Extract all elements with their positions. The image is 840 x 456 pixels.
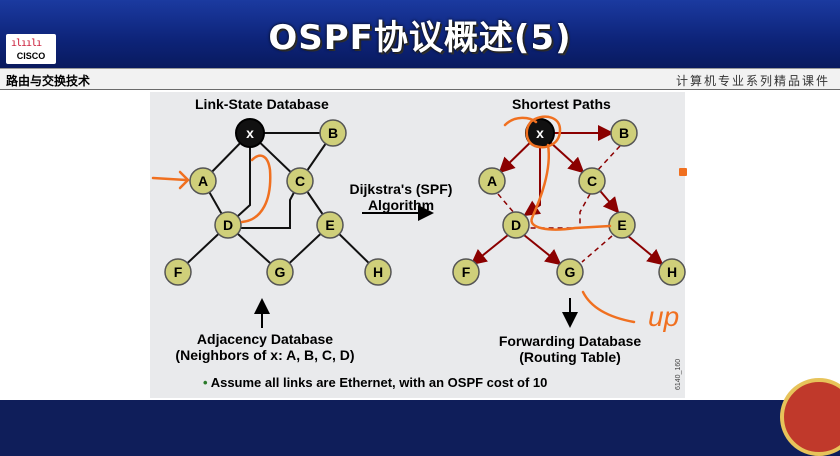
- node-e: [316, 211, 344, 239]
- footnote-text: Assume all links are Ethernet, with an O…: [210, 375, 548, 390]
- left-diagram-title: Link-State Database: [195, 96, 329, 112]
- pointer-marker: [679, 168, 687, 176]
- svg-text:E: E: [325, 217, 334, 233]
- adjacency-label-2: (Neighbors of x: A, B, C, D): [175, 347, 355, 363]
- svg-text:B: B: [619, 125, 629, 141]
- node-c: [286, 167, 314, 195]
- shortest-path-node-labels: x B A C D E F G H: [462, 125, 677, 280]
- node-b: [319, 119, 347, 147]
- node-g: [266, 258, 294, 286]
- series-name: 计算机专业系列精品课件: [675, 74, 830, 88]
- svg-text:D: D: [511, 217, 521, 233]
- annotation-path-right: [530, 143, 612, 231]
- spf-node-f: [452, 258, 480, 286]
- svg-text:G: G: [565, 264, 576, 280]
- adjacency-label-1: Adjacency Database: [196, 331, 334, 347]
- node-x: [235, 118, 265, 148]
- svg-text:B: B: [328, 125, 338, 141]
- shortest-path-nodes: [452, 118, 686, 286]
- node-h: [364, 258, 392, 286]
- pruned-a-d: [497, 193, 516, 215]
- link-state-node-labels: x B A C D E F G H: [174, 125, 383, 280]
- algorithm-label-2: Algorithm: [367, 197, 435, 213]
- course-name: 路由与交换技术: [6, 74, 91, 88]
- handwritten-up: up: [648, 301, 679, 332]
- svg-text:C: C: [587, 173, 597, 189]
- annotation-circle-x: [525, 115, 562, 149]
- spf-node-a: [478, 167, 506, 195]
- node-d: [214, 211, 242, 239]
- svg-text:x: x: [536, 125, 544, 141]
- cisco-bars-icon: ılıılı: [11, 38, 42, 49]
- spf-node-c: [578, 167, 606, 195]
- svg-text:H: H: [667, 264, 677, 280]
- spf-node-b: [610, 119, 638, 147]
- process-arrows: [254, 205, 578, 328]
- algorithm-label-1: Dijkstra's (SPF): [349, 181, 453, 197]
- node-a: [189, 167, 217, 195]
- footnote: • Assume all links are Ethernet, with an…: [203, 375, 547, 390]
- svg-text:H: H: [373, 264, 383, 280]
- forwarding-label-1: Forwarding Database: [498, 333, 642, 349]
- slide-code: 6140_160: [675, 359, 682, 390]
- svg-text:x: x: [246, 125, 254, 141]
- annotation-arrow-a: [151, 176, 188, 182]
- annotation-curve-left: [240, 154, 272, 224]
- annotation-stroke-g: [581, 290, 636, 324]
- right-diagram-title: Shortest Paths: [512, 96, 611, 112]
- bullet-icon: •: [203, 375, 208, 390]
- annotation-arrowhead-a: [178, 170, 190, 190]
- svg-text:E: E: [617, 217, 626, 233]
- spf-node-h: [658, 258, 686, 286]
- svg-text:G: G: [275, 264, 286, 280]
- path-d-f: [470, 234, 509, 266]
- svg-text:F: F: [174, 264, 183, 280]
- svg-text:A: A: [198, 173, 208, 189]
- slide-title: OSPF协议概述(5): [268, 18, 572, 58]
- pruned-edges: [497, 145, 621, 263]
- path-e-h: [627, 235, 664, 266]
- svg-text:C: C: [295, 173, 305, 189]
- cisco-logo: ılıılı CISCO: [6, 34, 56, 64]
- shortest-path-edges: [470, 125, 664, 266]
- spf-node-g: [556, 258, 584, 286]
- spf-node-d: [502, 211, 530, 239]
- pruned-c-d: [530, 193, 591, 229]
- pruned-e-g: [581, 235, 613, 263]
- cisco-logo-text: CISCO: [16, 51, 46, 61]
- slide-header: OSPF协议概述(5) ılıılı CISCO: [0, 0, 840, 68]
- link-state-nodes: [164, 118, 392, 286]
- path-x-d: [523, 133, 542, 217]
- node-f: [164, 258, 192, 286]
- ospf-diagram: x B A C D E F G H x B: [151, 115, 686, 390]
- forwarding-label-2: (Routing Table): [519, 349, 621, 365]
- annotation-arrow-x: [503, 116, 538, 127]
- svg-text:D: D: [223, 217, 233, 233]
- svg-text:F: F: [462, 264, 471, 280]
- handwritten-annotations: [151, 115, 636, 324]
- path-d-g: [523, 234, 562, 266]
- pruned-b-c: [595, 145, 621, 173]
- svg-text:A: A: [487, 173, 497, 189]
